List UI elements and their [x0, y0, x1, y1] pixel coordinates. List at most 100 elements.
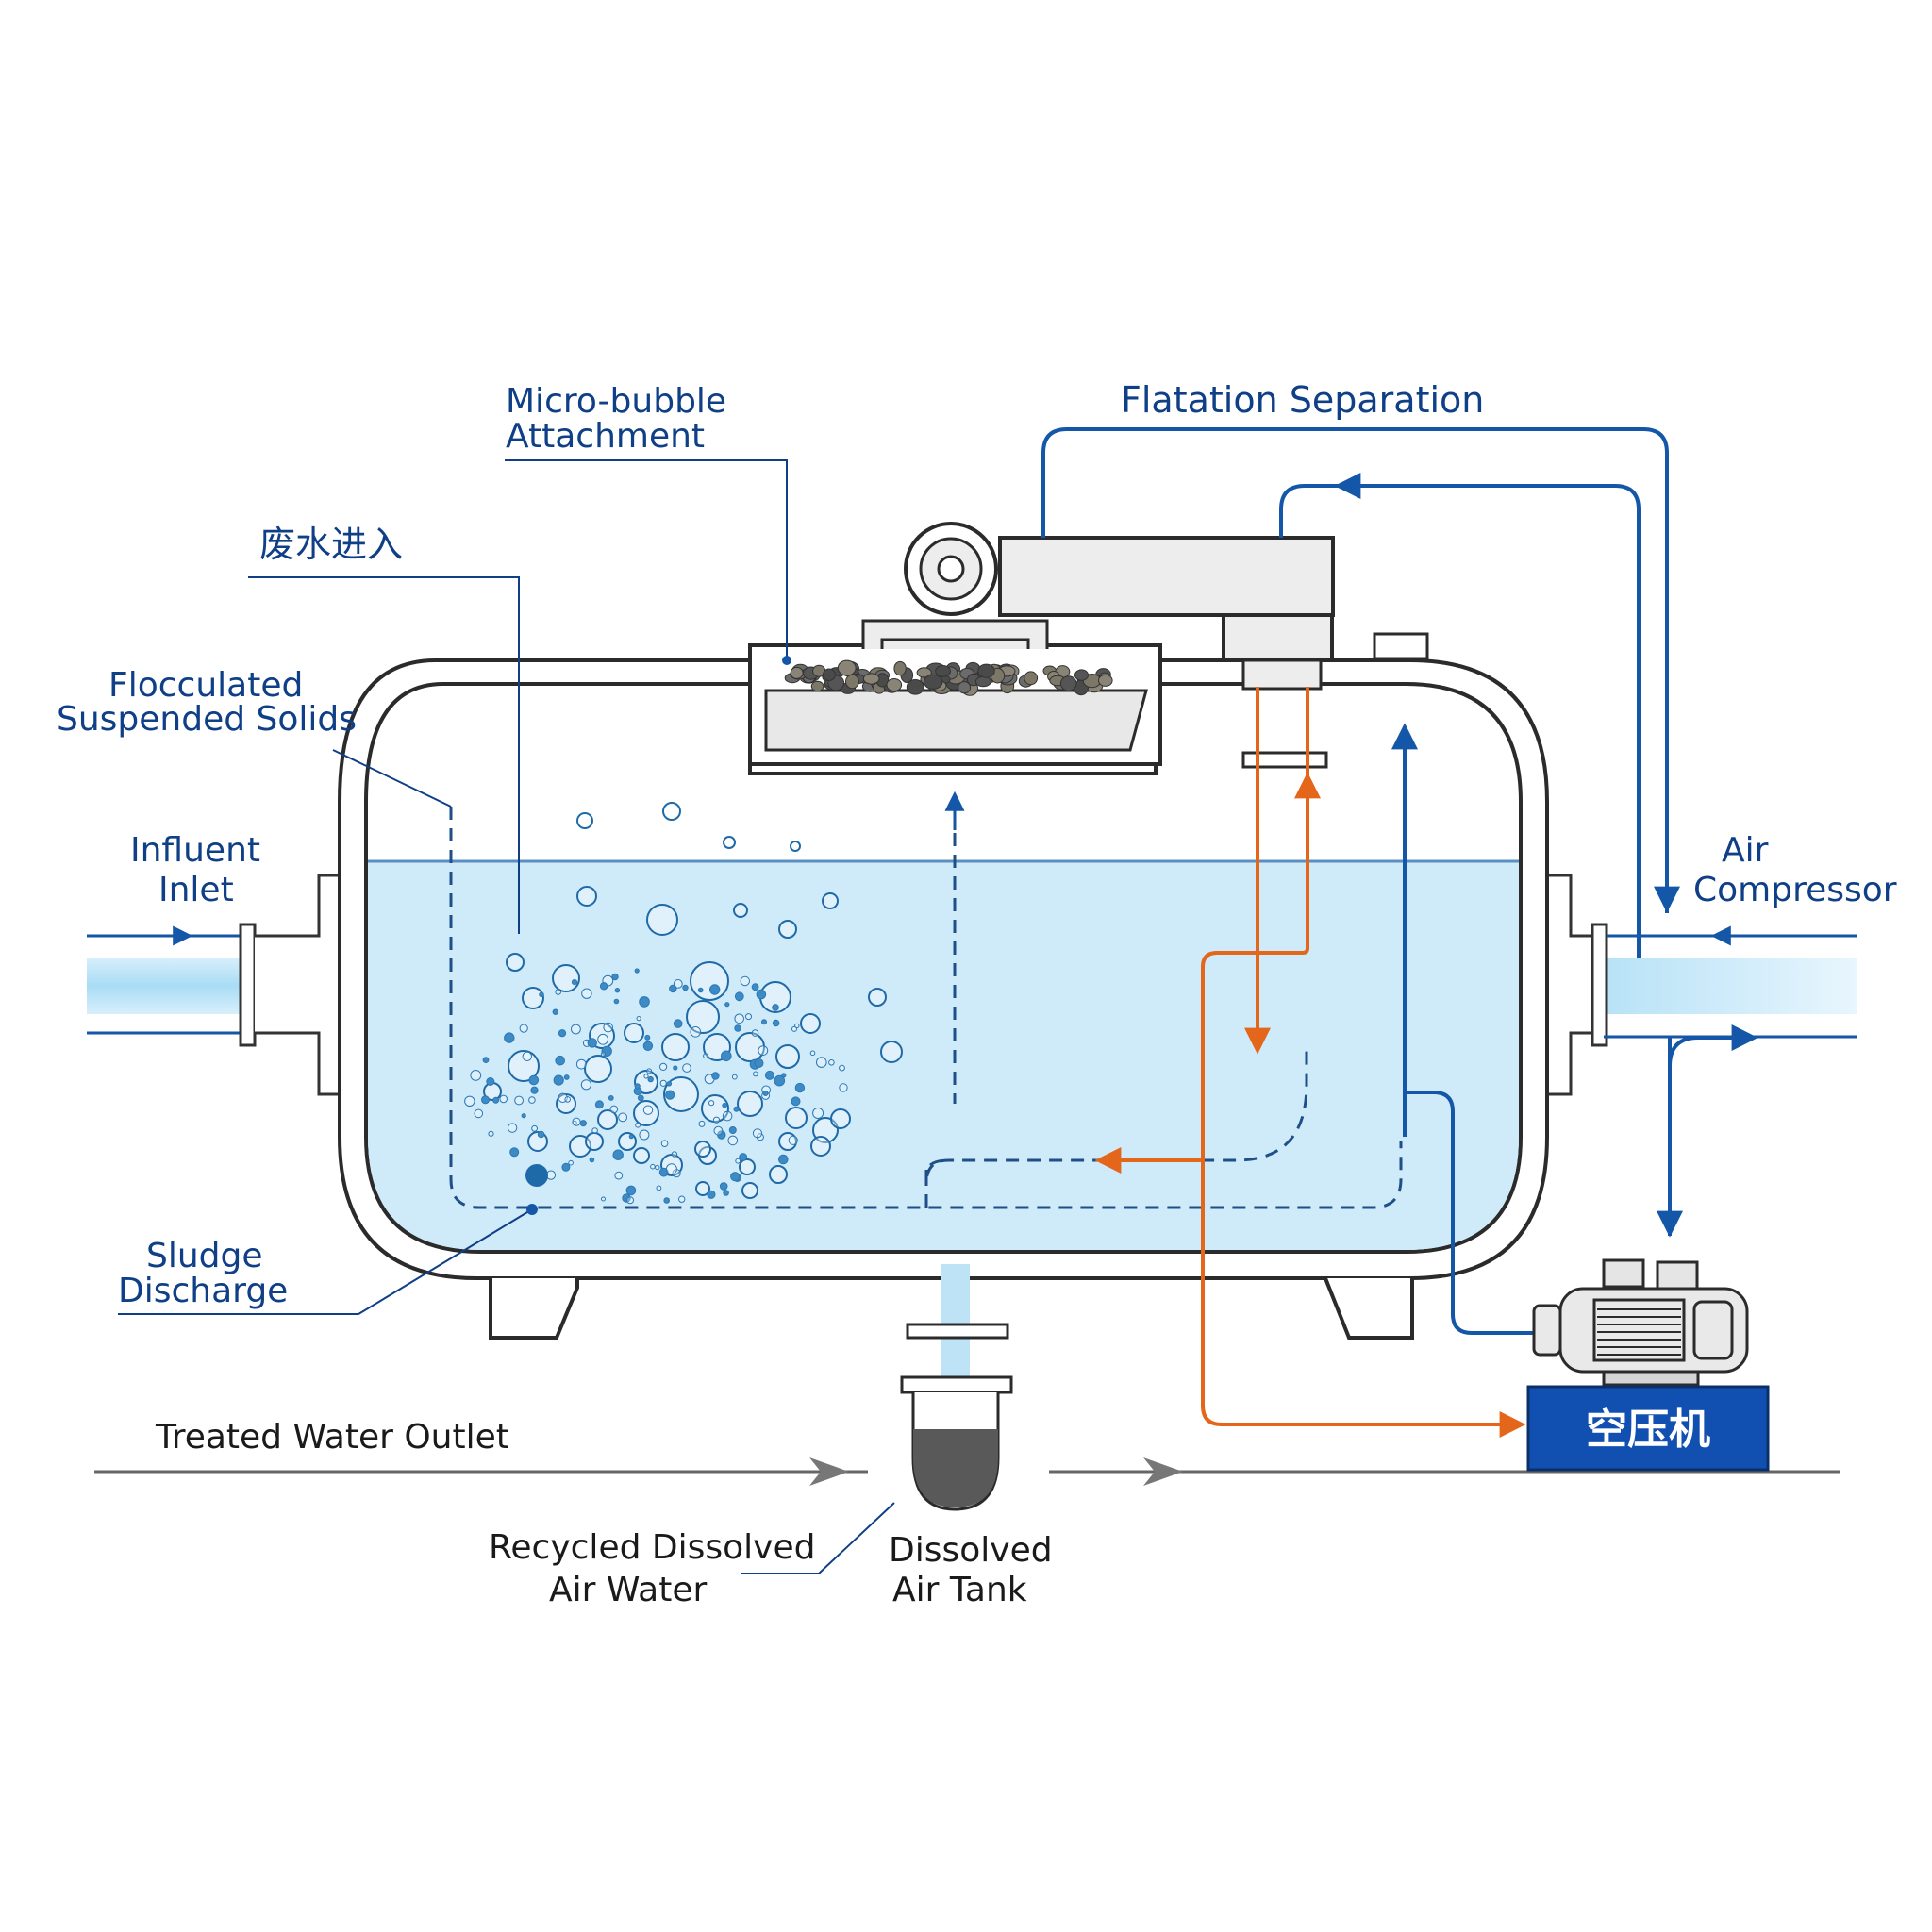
bubble [730, 1172, 741, 1182]
bubble [539, 991, 544, 998]
bubble [537, 1130, 545, 1139]
label-air-compressor-1: Air [1722, 831, 1769, 870]
bubble [739, 1158, 756, 1175]
sludge-pebble [862, 673, 880, 685]
bubble [711, 1072, 720, 1080]
bubble [745, 1013, 752, 1021]
bubble [613, 998, 620, 1005]
bubble [561, 1162, 571, 1172]
bubble [555, 989, 562, 995]
bubble [499, 1094, 508, 1104]
bubble [751, 1029, 759, 1037]
bubble [470, 1070, 482, 1081]
bubble [822, 892, 839, 909]
bubble [584, 1055, 612, 1083]
bubble [634, 1070, 658, 1094]
bubble [597, 1109, 618, 1130]
bubble [666, 1081, 673, 1087]
bubble [739, 1153, 748, 1161]
bubble [580, 1079, 592, 1091]
bubble [778, 1132, 797, 1151]
bubble [624, 1023, 644, 1043]
bubble [772, 1019, 780, 1027]
label-sludge-1: Sludge [146, 1237, 263, 1275]
bubble [614, 988, 621, 993]
outlet-flange [1591, 923, 1608, 1047]
bubble [812, 1108, 824, 1119]
bubble [553, 1074, 564, 1086]
bubble [612, 1149, 624, 1160]
bubble [601, 1045, 612, 1058]
bubble [634, 968, 640, 974]
bubble [686, 1000, 720, 1034]
bubble [646, 904, 678, 936]
right-pipe [1528, 874, 1857, 1096]
bubble [644, 1034, 651, 1041]
bubble [734, 1013, 745, 1024]
label-micro-bubble-1: Micro-bubble [506, 382, 726, 421]
bubble [642, 1041, 654, 1052]
bubble [778, 1154, 789, 1165]
bubble [622, 1193, 631, 1203]
bubble [816, 1057, 827, 1068]
bubble [589, 1157, 595, 1163]
bubble [522, 1051, 532, 1062]
bubble [772, 1004, 779, 1011]
bubble [599, 982, 608, 991]
bubble [597, 1033, 608, 1045]
bubble [868, 988, 887, 1007]
treated-water-line [94, 1457, 1840, 1486]
bubble [839, 1083, 848, 1092]
bubble [474, 1108, 484, 1119]
bubble [563, 1074, 570, 1080]
bubble [735, 1032, 765, 1062]
bubble [504, 1032, 515, 1043]
skimmer-drive [904, 522, 1335, 769]
bubble [790, 841, 801, 852]
bubble [830, 1108, 851, 1129]
bubble [552, 964, 580, 992]
bubble [810, 1136, 831, 1157]
bubble [800, 1013, 821, 1034]
bubble [788, 1135, 798, 1145]
label-micro-bubble-2: Attachment [506, 417, 705, 456]
bubble [722, 1110, 733, 1122]
bubble [809, 1050, 816, 1057]
top-vent [1373, 632, 1429, 660]
bubble [734, 1024, 741, 1032]
bubble [643, 1074, 649, 1079]
sludge-pebble [810, 680, 824, 692]
sludge-pebble [1074, 669, 1089, 681]
bubble [733, 903, 748, 918]
bubble [769, 1165, 788, 1184]
bubble [659, 1062, 668, 1072]
bubble [571, 1024, 581, 1035]
bubble [558, 1029, 567, 1038]
air-compressor: 空压机 [1526, 1258, 1770, 1472]
bubble [655, 1164, 660, 1171]
bubble [728, 1126, 737, 1134]
bubble [626, 1196, 634, 1205]
bubble [521, 1113, 526, 1119]
bubble [741, 1182, 758, 1199]
bubble [707, 1190, 716, 1199]
bubble [601, 1196, 606, 1202]
bubble [690, 1026, 702, 1038]
bubble [571, 979, 578, 986]
bubble [564, 1096, 572, 1103]
bubble [552, 1008, 558, 1015]
label-flocculated-1: Flocculated [108, 666, 303, 705]
label-wastewater-in: 废水进入 [259, 524, 403, 565]
bubble [673, 1019, 683, 1028]
bubble [663, 1076, 699, 1112]
bubble [735, 1158, 741, 1164]
bubble [647, 1075, 654, 1083]
bubble [609, 1105, 619, 1114]
bubble [774, 1074, 786, 1087]
label-sludge-2: Discharge [118, 1272, 288, 1310]
bubble [752, 1128, 763, 1139]
bubble [633, 1147, 650, 1164]
internal-flow-paths [449, 807, 1403, 1209]
bubble [579, 1120, 587, 1127]
bubble [519, 1024, 528, 1033]
